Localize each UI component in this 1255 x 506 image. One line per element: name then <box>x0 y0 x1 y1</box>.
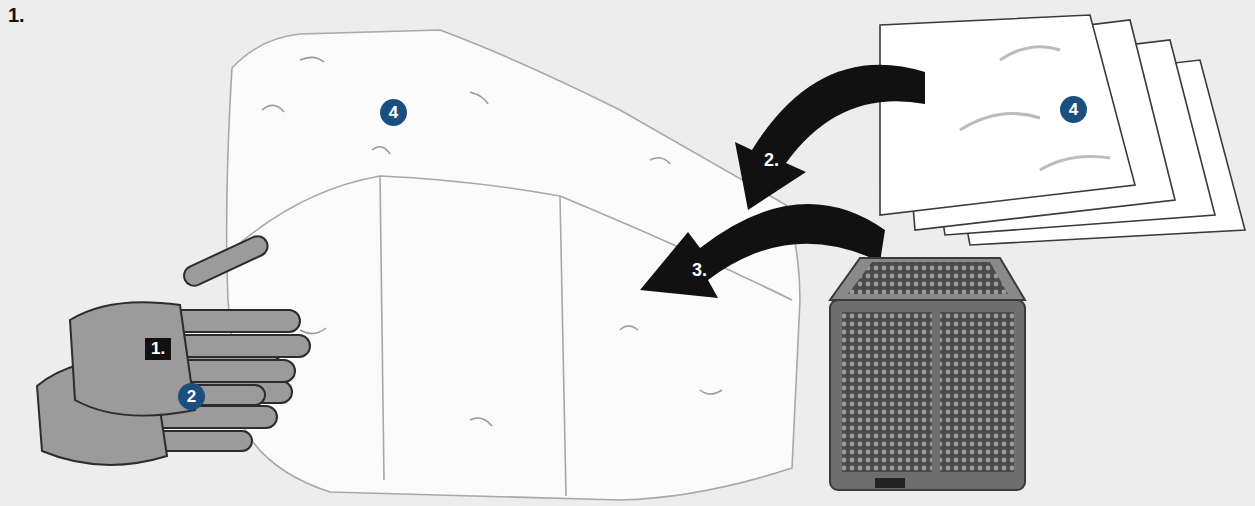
filter-sheets <box>880 15 1245 245</box>
step-tag: 1. <box>145 338 171 360</box>
arrow-step: 2. <box>764 150 779 171</box>
callout-number: 4 <box>1060 96 1087 123</box>
gloves <box>37 233 310 465</box>
step-title: 1. <box>8 4 25 27</box>
callout-number: 2 <box>178 383 205 410</box>
callout-number: 4 <box>380 99 407 126</box>
filter-cartridge <box>830 258 1025 490</box>
arrow-step: 3. <box>692 260 707 281</box>
